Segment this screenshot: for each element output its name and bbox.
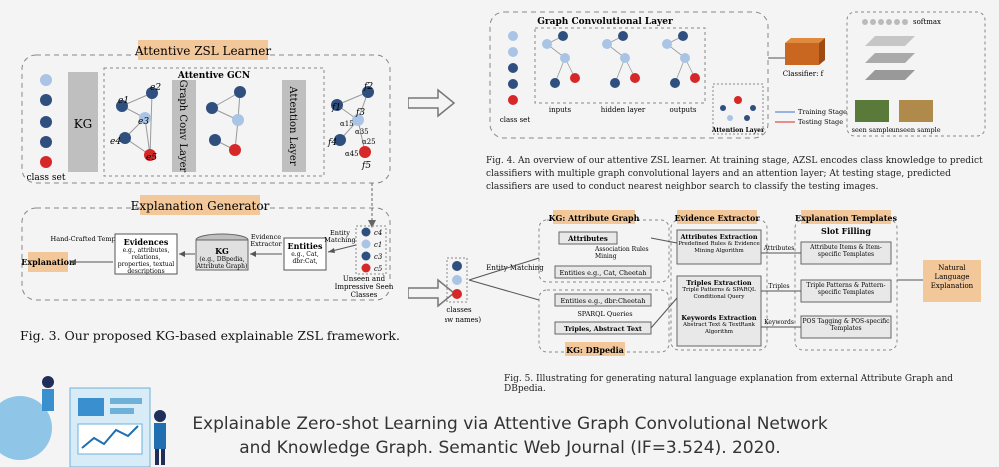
arrow-to-fig5 [408, 278, 456, 308]
fig3-kg-db-sub: (e.g., DBpedia, Attribute Graph) [196, 256, 248, 270]
svg-text:Classifier: f: Classifier: f [783, 70, 825, 78]
fig3-title: Attentive ZSL Learner [134, 44, 271, 58]
svg-text:KG: Attribute Graph: KG: Attribute Graph [549, 213, 640, 223]
svg-text:Keywords: Keywords [764, 319, 794, 326]
fig3-hand-crafted: Hand-Crafted Templates [51, 235, 132, 243]
footer-line2: and Knowledge Graph. Semantic Web Journa… [239, 438, 781, 458]
fig5-caption: Fig. 5. Illustrating for generating natu… [504, 374, 954, 394]
svg-text:e4: e4 [110, 137, 121, 147]
svg-text:Explanation Templates: Explanation Templates [795, 213, 898, 223]
svg-text:e2: e2 [150, 83, 161, 93]
svg-text:f3: f3 [355, 108, 365, 118]
svg-text:α45: α45 [345, 150, 359, 158]
svg-text:hidden layer: hidden layer [601, 106, 646, 114]
fig3-unseen-seen: Unseen and Impressive Seen Classes [334, 275, 394, 299]
svg-text:Triples: Triples [768, 283, 789, 290]
svg-text:Triples Extraction: Triples Extraction [686, 279, 752, 287]
fig3-diagram: Attentive ZSL Learner Explanation Genera… [21, 40, 394, 301]
fig3-class-set-label: class set [27, 173, 66, 183]
svg-text:α25: α25 [362, 138, 376, 146]
fig3-title-box [138, 40, 268, 60]
svg-text:c5: c5 [374, 265, 383, 273]
fig3-kg-label: KG [74, 117, 93, 131]
svg-text:Entity Matching: Entity Matching [486, 264, 544, 272]
svg-text:inputs: inputs [549, 106, 572, 114]
svg-text:c4: c4 [374, 229, 382, 237]
svg-text:Attributes: Attributes [567, 234, 608, 243]
svg-text:e5: e5 [146, 153, 157, 163]
footer-line1: Explainable Zero-shot Learning via Atten… [192, 414, 828, 434]
fig3-entities-sub: e.g., Cat, dbr:Cat, [291, 251, 319, 265]
fig3-entities-title: Entities [288, 241, 323, 251]
svg-text:Entities e.g., dbr:Cheetah: Entities e.g., dbr:Cheetah [561, 297, 646, 305]
svg-text:Triples, Abstract Text: Triples, Abstract Text [564, 325, 642, 333]
fig4-caption: Fig. 4. An overview of our attentive ZSL… [486, 156, 983, 192]
svg-text:f4: f4 [327, 138, 337, 148]
fig3-explanation: Explanation [21, 257, 75, 267]
fig3-kg-db-title: KG [215, 246, 229, 256]
fig5-diagram: classes (raw names) Entity Matching KG: … [445, 210, 981, 356]
svg-text:(raw names): (raw names) [445, 316, 481, 324]
svg-text:outputs: outputs [670, 106, 697, 114]
svg-text:c1: c1 [374, 241, 382, 249]
fig3-class-set [40, 74, 52, 168]
svg-text:e3: e3 [138, 117, 149, 127]
fig3-attention-label: Attention Layer [287, 85, 298, 165]
fig3-gcn-title: Attentive GCN [177, 71, 250, 81]
fig3-evidences-sub: e.g., attributes, relations, properties,… [117, 247, 175, 275]
fig3-expl-gen-title: Explanation Generator [131, 199, 270, 213]
svg-text:c3: c3 [374, 253, 383, 261]
svg-text:seen sample: seen sample [852, 126, 893, 134]
fig3-evidences-title: Evidences [124, 237, 169, 247]
svg-text:Testing Stage: Testing Stage [798, 118, 843, 126]
svg-text:e1: e1 [118, 96, 129, 106]
svg-text:class set: class set [500, 116, 530, 124]
svg-text:classes: classes [446, 306, 472, 314]
svg-text:α35: α35 [355, 128, 369, 136]
svg-text:f1: f1 [331, 103, 341, 113]
svg-text:Attention Layer: Attention Layer [711, 127, 765, 134]
svg-text:Slot Filling: Slot Filling [821, 226, 871, 236]
fig3-graph-conv-label: Graph Conv Layer [177, 80, 188, 173]
svg-text:f5: f5 [361, 161, 371, 171]
svg-text:Attributes Extraction: Attributes Extraction [679, 233, 757, 241]
fig3-entity-matching: Entity Matching [324, 230, 356, 244]
svg-text:Training Stage: Training Stage [798, 108, 847, 116]
svg-text:Attributes: Attributes [763, 245, 795, 252]
svg-text:f2: f2 [363, 82, 373, 92]
fig3-caption: Fig. 3. Our proposed KG-based explainabl… [20, 328, 400, 343]
fig3-evidence-extractor: Evidence Extractor [250, 234, 282, 248]
arrow-to-fig4 [408, 88, 456, 118]
fig4-gcl-title: Graph Convolutional Layer [537, 17, 673, 27]
svg-text:unseen sample: unseen sample [891, 126, 940, 134]
svg-text:Entities e.g., Cat, Cheetah: Entities e.g., Cat, Cheetah [560, 269, 647, 277]
svg-text:softmax: softmax [913, 18, 941, 26]
svg-text:SPARQL Queries: SPARQL Queries [577, 310, 632, 318]
fig4-diagram: Graph Convolutional Layer class set inpu… [489, 11, 986, 139]
svg-text:KG: DBpedia: KG: DBpedia [566, 345, 624, 355]
svg-text:Evidence Extractor: Evidence Extractor [674, 213, 760, 223]
people-illustration [0, 376, 166, 467]
svg-text:Keywords Extraction: Keywords Extraction [681, 314, 756, 322]
svg-text:α15: α15 [340, 120, 354, 128]
